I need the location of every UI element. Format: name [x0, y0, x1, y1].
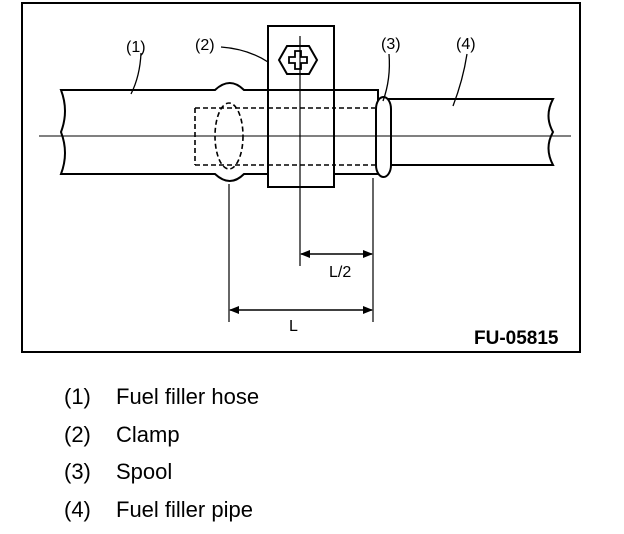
- legend-item-spool: (3) Spool: [64, 453, 259, 491]
- figure-frame: L/2 L (1) (2) (3) (4) FU-05815: [21, 2, 581, 353]
- legend-item-hose: (1) Fuel filler hose: [64, 378, 259, 416]
- legend-text: Spool: [116, 459, 173, 484]
- figure-code: FU-05815: [474, 328, 559, 349]
- legend-list: (1) Fuel filler hose (2) Clamp (3) Spool…: [64, 378, 259, 528]
- cross-recess-icon: [288, 50, 308, 70]
- legend-item-clamp: (2) Clamp: [64, 416, 259, 454]
- legend-number: (1): [64, 384, 91, 409]
- legend-text: Fuel filler hose: [116, 384, 260, 409]
- legend-text: Clamp: [116, 421, 180, 447]
- legend-text: Fuel filler pipe: [116, 496, 253, 522]
- legend-number: (4): [64, 496, 91, 522]
- clamp: [267, 25, 335, 188]
- fuel-filler-pipe: [378, 98, 555, 166]
- legend-number: (2): [64, 421, 91, 447]
- callout-spool: (3): [381, 36, 401, 53]
- leader-lines: [130, 46, 468, 107]
- dimension-label-l: L: [289, 318, 298, 335]
- legend-item-pipe: (4) Fuel filler pipe: [64, 491, 259, 529]
- legend-number: (3): [64, 459, 91, 484]
- dimension-label-l-half: L/2: [329, 264, 351, 281]
- callout-clamp: (2): [195, 37, 215, 54]
- callout-hose: (1): [126, 39, 146, 56]
- extension-lines: [228, 178, 374, 322]
- callout-pipe: (4): [456, 36, 476, 53]
- hose-clamp-diagram: L/2 L (1) (2) (3) (4) FU-05815: [39, 25, 571, 349]
- spool: [375, 96, 392, 178]
